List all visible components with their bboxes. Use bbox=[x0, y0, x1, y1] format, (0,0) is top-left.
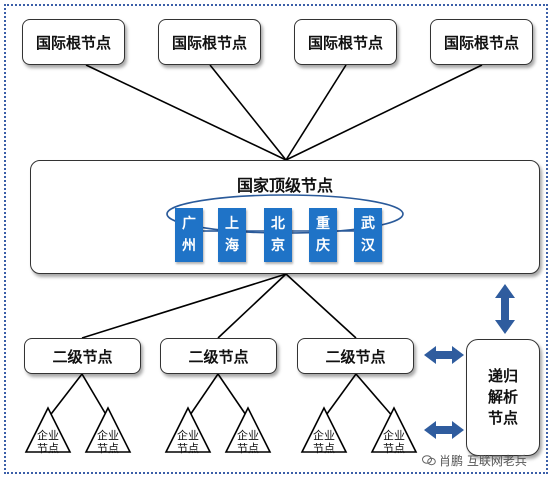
enterprise-line1: 企业 bbox=[383, 429, 405, 442]
connector-ent-1a bbox=[47, 373, 83, 419]
connector-root-2 bbox=[209, 64, 287, 161]
city-char: 武 bbox=[361, 216, 375, 232]
connector-ent-3a bbox=[323, 373, 357, 419]
enterprise-node-label-5: 企业 节点 bbox=[304, 429, 344, 455]
enterprise-node-label-4: 企业 节点 bbox=[228, 429, 268, 455]
city-node-wuhan: 武 汉 bbox=[354, 208, 382, 262]
city-node-shanghai: 上 海 bbox=[218, 208, 246, 262]
root-node-4: 国际根节点 bbox=[430, 19, 533, 65]
root-node-1: 国际根节点 bbox=[22, 19, 125, 65]
watermark-text: 肖鹏 互联网老兵 bbox=[439, 454, 527, 468]
recursive-line2: 解析 bbox=[487, 388, 518, 406]
enterprise-line2: 节点 bbox=[177, 442, 199, 455]
city-char: 北 bbox=[271, 216, 285, 232]
enterprise-node-label-1: 企业 节点 bbox=[28, 429, 68, 455]
connector-ent-1b bbox=[81, 373, 109, 419]
connector-ent-2b bbox=[217, 373, 249, 419]
enterprise-node-label-3: 企业 节点 bbox=[168, 429, 208, 455]
city-node-beijing: 北 京 bbox=[264, 208, 292, 262]
enterprise-triangle-1 bbox=[24, 406, 72, 453]
enterprise-node-label-6: 企业 节点 bbox=[374, 429, 414, 455]
city-char: 州 bbox=[182, 238, 196, 254]
connector-ent-3b bbox=[355, 373, 395, 419]
connector-root-3 bbox=[285, 64, 347, 161]
enterprise-node-label-2: 企业 节点 bbox=[88, 429, 128, 455]
enterprise-line2: 节点 bbox=[237, 442, 259, 455]
city-char: 京 bbox=[271, 238, 285, 254]
city-node-chongqing: 重 庆 bbox=[309, 208, 337, 262]
enterprise-line1: 企业 bbox=[97, 429, 119, 442]
second-level-node-1: 二级节点 bbox=[24, 338, 141, 374]
enterprise-line1: 企业 bbox=[313, 429, 335, 442]
recursive-resolver-node: 递归 解析 节点 bbox=[466, 339, 540, 456]
dotted-frame bbox=[4, 4, 548, 474]
connector-root-1 bbox=[85, 64, 287, 161]
city-node-guangzhou: 广 州 bbox=[175, 208, 203, 262]
city-char: 庆 bbox=[316, 238, 330, 254]
connector-root-4 bbox=[285, 64, 483, 161]
recursive-line1: 递归 bbox=[487, 367, 518, 385]
national-node-title: 国家顶级节点 bbox=[236, 176, 333, 195]
connector-second-3 bbox=[285, 273, 357, 339]
enterprise-line2: 节点 bbox=[383, 442, 405, 455]
city-char: 海 bbox=[225, 238, 239, 254]
second-level-node-3: 二级节点 bbox=[297, 338, 414, 374]
second-level-node-2: 二级节点 bbox=[160, 338, 277, 374]
root-node-3: 国际根节点 bbox=[294, 19, 397, 65]
enterprise-triangle-3 bbox=[164, 406, 212, 453]
city-char: 重 bbox=[316, 216, 330, 232]
connector-second-1 bbox=[81, 273, 287, 339]
enterprise-line2: 节点 bbox=[37, 442, 59, 455]
enterprise-line1: 企业 bbox=[37, 429, 59, 442]
enterprise-line1: 企业 bbox=[237, 429, 259, 442]
city-char: 广 bbox=[182, 216, 196, 232]
enterprise-line2: 节点 bbox=[313, 442, 335, 455]
city-char: 上 bbox=[225, 216, 239, 232]
enterprise-triangle-5 bbox=[300, 406, 348, 453]
root-node-2: 国际根节点 bbox=[158, 19, 261, 65]
enterprise-line1: 企业 bbox=[177, 429, 199, 442]
city-char: 汉 bbox=[361, 238, 375, 254]
enterprise-triangle-2 bbox=[84, 406, 132, 453]
wechat-icon bbox=[422, 455, 436, 466]
enterprise-triangle-6 bbox=[370, 406, 418, 453]
recursive-line3: 节点 bbox=[487, 409, 518, 427]
connector-second-2 bbox=[217, 273, 287, 339]
connector-ent-2a bbox=[187, 373, 219, 419]
enterprise-triangle-4 bbox=[224, 406, 272, 453]
enterprise-line2: 节点 bbox=[97, 442, 119, 455]
watermark: 肖鹏 互联网老兵 bbox=[422, 452, 527, 469]
